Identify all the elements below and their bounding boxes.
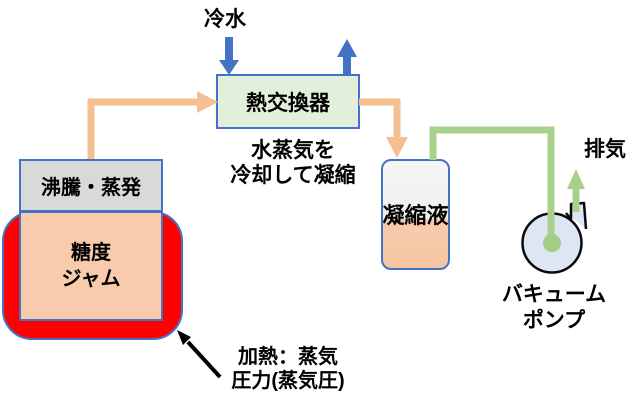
cooling-water-outlet-arrow-icon	[337, 39, 357, 74]
cold-water-inlet-arrow-icon	[219, 37, 239, 75]
jam-box: 糖度 ジャム	[19, 211, 163, 321]
heating-note-line2: 圧力(蒸気圧)	[231, 370, 345, 392]
vacuum-pump-label-line1: バキューム	[501, 283, 607, 306]
steam-pipe-boiler-to-exchanger	[87, 91, 218, 159]
exhaust-arrow-icon	[567, 169, 585, 212]
vacuum-pump-label-line2: ポンプ	[522, 309, 586, 332]
boiling-evaporation-label: 沸騰・蒸発	[41, 177, 141, 199]
vacuum-pump-icon	[521, 201, 588, 274]
condense-note-line1: 水蒸気を	[251, 139, 335, 162]
condense-note: 水蒸気を 冷却して凝縮	[207, 138, 379, 188]
boiling-evaporation-box: 沸騰・蒸発	[19, 159, 163, 212]
pump-hub	[543, 234, 561, 252]
exhaust-label: 排気	[584, 138, 626, 161]
heat-exchanger-box: 熱交換器	[216, 74, 360, 129]
condense-note-line2: 冷却して凝縮	[230, 164, 356, 187]
jam-label-line1: 糖度	[71, 242, 111, 264]
heating-note: 加熱：蒸気 圧力(蒸気圧)	[205, 345, 371, 393]
vacuum-pump-label: バキューム ポンプ	[492, 282, 616, 334]
cold-water-label: 冷水	[204, 8, 246, 31]
condensate-tank: 凝縮液	[381, 159, 450, 270]
condensate-label: 凝縮液	[382, 203, 449, 228]
heat-exchanger-label: 熱交換器	[246, 91, 330, 115]
heating-note-line1: 加熱：蒸気	[238, 346, 338, 368]
jam-label-line2: ジャム	[61, 268, 121, 290]
